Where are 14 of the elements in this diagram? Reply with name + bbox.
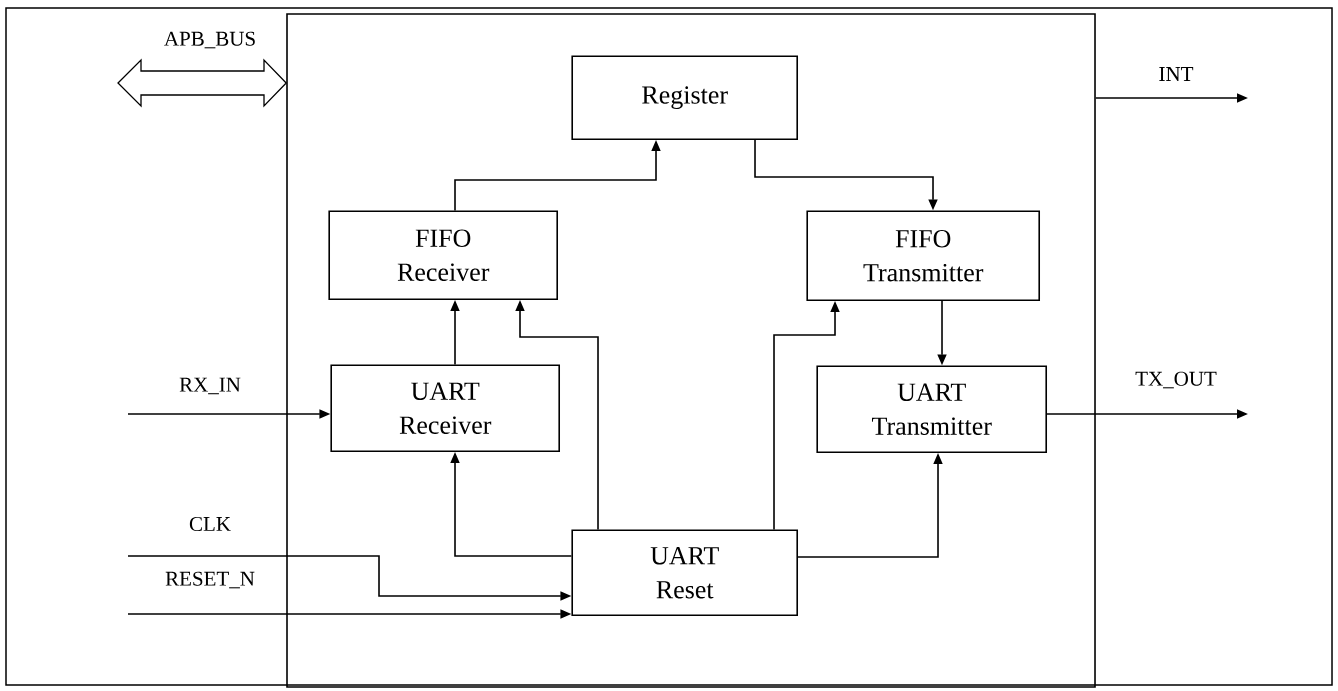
signal-label: CLK <box>189 516 231 532</box>
signal-label: APB_BUS <box>164 31 255 49</box>
block-box: UART Receiver <box>330 364 560 452</box>
signal-label: RX_IN <box>179 377 241 395</box>
signal-label: TX_OUT <box>1135 371 1217 389</box>
signal-label: RESET_N <box>165 571 255 589</box>
block-box: FIFO Transmitter <box>806 210 1040 301</box>
block-box: Register <box>571 55 798 140</box>
block-box: UART Reset <box>571 529 798 616</box>
bus-arrow <box>117 58 288 108</box>
module-box <box>286 13 1096 688</box>
block-box: FIFO Receiver <box>328 210 558 300</box>
block-box: UART Transmitter <box>816 365 1047 453</box>
signal-label: INT <box>1159 67 1194 81</box>
